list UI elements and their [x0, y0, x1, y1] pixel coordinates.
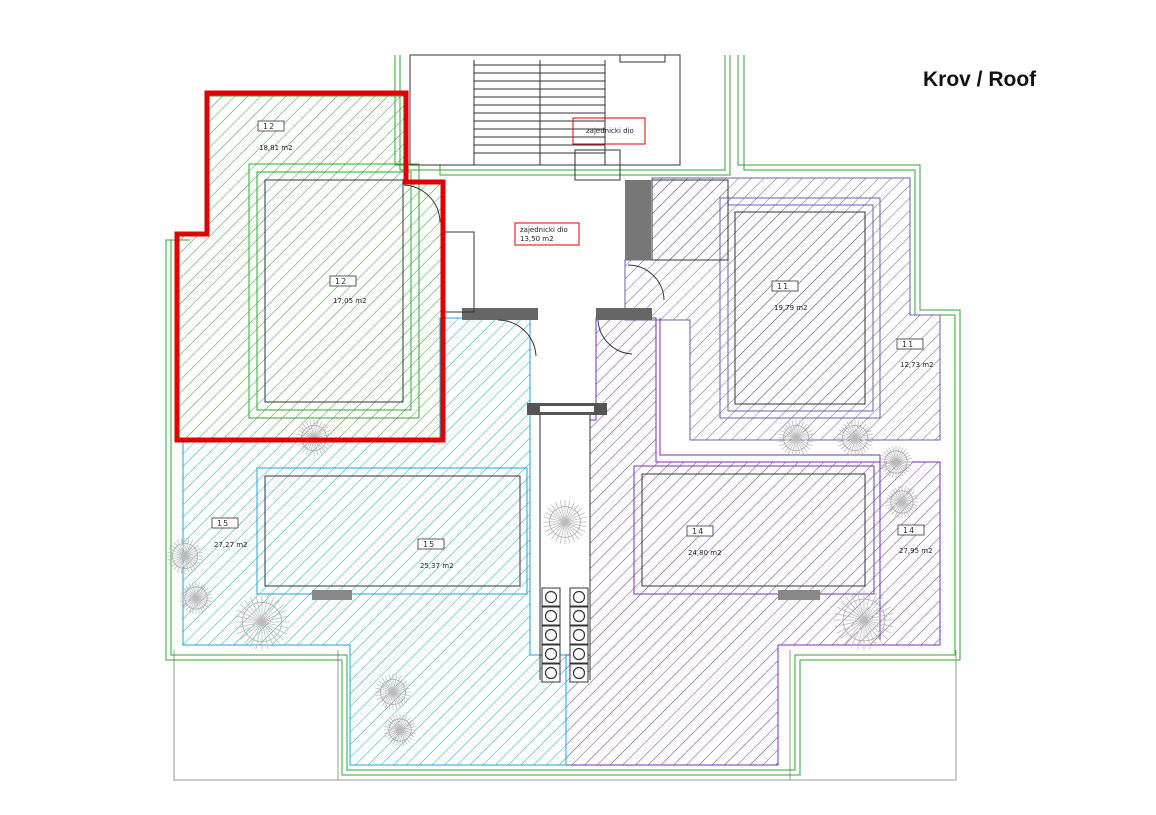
chimney-flue [544, 609, 558, 623]
svg-text:14: 14 [903, 526, 915, 535]
chimney-flue [544, 647, 558, 661]
svg-text:zajednicki dio: zajednicki dio [586, 127, 634, 135]
svg-text:17,05 m2: 17,05 m2 [333, 297, 367, 305]
chimney-flue [544, 666, 558, 680]
chimney-cell [569, 587, 589, 607]
tree-symbol [375, 674, 411, 710]
tree-symbol [384, 714, 416, 746]
svg-text:11: 11 [777, 282, 789, 291]
selected-unit-outline [174, 90, 446, 443]
tree-symbol [880, 446, 912, 478]
wall-stub-left [312, 590, 352, 600]
chimney-flue [544, 590, 558, 604]
chimney-cell [569, 606, 589, 626]
chimney-cell [541, 663, 561, 683]
common-hall-label: zajednicki dio 13,50 m2 [514, 222, 580, 246]
room-12-outer-tag: 12 18,81 m2 [257, 120, 293, 152]
zone-12-inner [264, 179, 404, 403]
chimney-cell [541, 644, 561, 664]
svg-text:25,37 m2: 25,37 m2 [420, 562, 454, 570]
wall-stub-right [778, 590, 820, 600]
tree-symbol [834, 590, 894, 650]
chimney-cell [569, 625, 589, 645]
zone-11-inner [734, 211, 866, 405]
chimney-flue [544, 628, 558, 642]
common-top-label: zajednicki dio [572, 117, 646, 145]
svg-text:12: 12 [335, 277, 347, 286]
svg-text:15: 15 [217, 519, 229, 528]
chimney-flue [572, 628, 586, 642]
chimney-cell [569, 644, 589, 664]
tree-symbol [234, 594, 290, 650]
svg-text:19,79 m2: 19,79 m2 [774, 304, 808, 312]
tree-symbol [778, 420, 814, 456]
room-15-inner-tag: 15 25,37 m2 [417, 538, 454, 570]
svg-text:14: 14 [692, 527, 704, 536]
chimney-flue [572, 590, 586, 604]
zone-12 [177, 95, 443, 441]
svg-text:11: 11 [902, 340, 914, 349]
room-11-inner-tag: 11 19,79 m2 [771, 280, 808, 312]
tree-symbol [180, 582, 212, 614]
svg-text:18,81 m2: 18,81 m2 [259, 144, 293, 152]
tree-symbol [837, 420, 873, 456]
svg-text:13,50 m2: 13,50 m2 [520, 235, 554, 243]
svg-text:12,73 m2: 12,73 m2 [900, 361, 934, 369]
room-14-outer-tag: 14 27,95 m2 [897, 524, 933, 555]
svg-text:24,80 m2: 24,80 m2 [688, 549, 722, 557]
zone-15-inner [264, 475, 521, 587]
room-14-inner-tag: 14 24,80 m2 [686, 525, 722, 557]
svg-text:27,27 m2: 27,27 m2 [214, 541, 248, 549]
chimney-cell [569, 663, 589, 683]
chimney-flue [572, 609, 586, 623]
tree-symbol [167, 538, 203, 574]
svg-text:15: 15 [423, 540, 435, 549]
room-15-outer-tag: 15 27,27 m2 [211, 517, 248, 549]
corridor-walls [443, 180, 652, 680]
stair-treads [474, 64, 605, 154]
tree-symbol [886, 486, 918, 518]
chimney-cell [541, 625, 561, 645]
svg-text:27,95 m2: 27,95 m2 [899, 547, 933, 555]
storage-box [651, 179, 729, 261]
room-12-inner-tag: 12 17,05 m2 [329, 275, 367, 305]
room-11-outer-tag: 11 12,73 m2 [896, 338, 934, 369]
chimney-vents [541, 587, 589, 683]
chimney-flue [572, 647, 586, 661]
chimney-cell [541, 606, 561, 626]
outer-frame [173, 650, 957, 781]
plan-title: Krov / Roof [923, 68, 1037, 91]
svg-text:12: 12 [263, 122, 275, 131]
svg-text:zajednicki dio: zajednicki dio [520, 226, 568, 234]
chimney-flue [572, 666, 586, 680]
zone-14-inner [641, 473, 866, 587]
door-swings [403, 184, 665, 357]
building-outline [165, 55, 961, 776]
chimney-cell [541, 587, 561, 607]
tree-symbol [543, 500, 587, 544]
